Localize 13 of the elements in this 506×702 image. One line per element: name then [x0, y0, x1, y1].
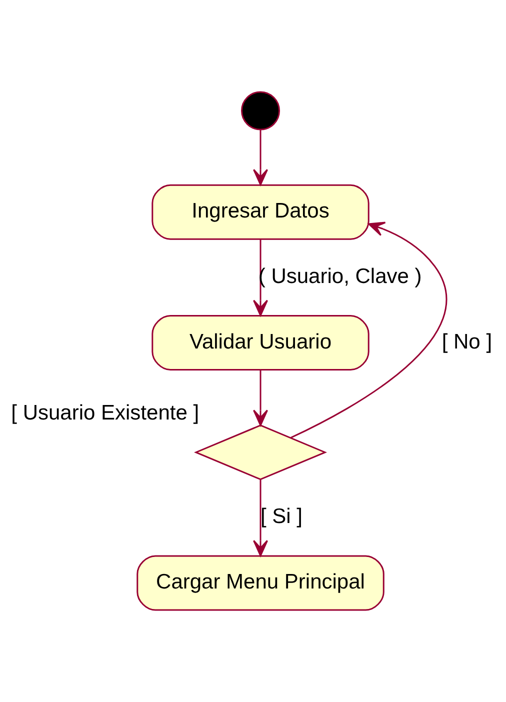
node-circle — [241, 91, 280, 130]
arrow — [253, 480, 268, 556]
edge-label: [ Si ] — [260, 505, 303, 528]
node-diamond — [194, 424, 328, 480]
node-box: Validar Usuario — [152, 314, 370, 371]
node-box: Cargar Menu Principal — [136, 555, 384, 611]
edge-label: [ No ] — [442, 330, 492, 354]
arrow — [290, 222, 447, 438]
arrow — [253, 239, 268, 316]
node-label: [ Usuario Existente ] — [11, 402, 200, 425]
node-box: Ingresar Datos — [152, 184, 370, 240]
arrow — [253, 370, 268, 426]
arrow — [253, 130, 268, 186]
